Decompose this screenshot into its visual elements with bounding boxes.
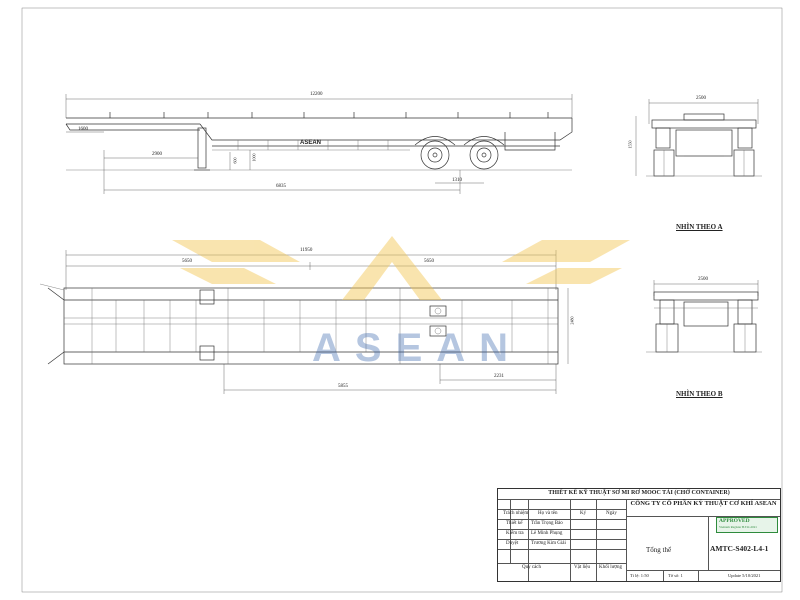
view-b-dim-width: 2500 <box>698 277 708 282</box>
label-spec: Quy cách <box>522 565 542 570</box>
row-name-checker: Lê Minh Phụng <box>531 531 563 536</box>
top-dim-right: 5650 <box>424 259 434 264</box>
row-role-approver: Duyệt <box>506 541 519 546</box>
approved-stamp: APPROVED Vietnam Register B.T.K.2021 <box>716 517 778 533</box>
approved-sub: Vietnam Register B.T.K.2021 <box>719 525 757 529</box>
label-material: Vật liệu <box>574 565 590 570</box>
side-dim-overall: 12200 <box>310 92 323 97</box>
col-header-role: Trách nhiệm <box>503 511 529 516</box>
update-date: Update 5/10/2021 <box>728 573 761 578</box>
top-dim-left: 5650 <box>182 259 192 264</box>
view-a-title: NHÌN THEO A <box>676 223 723 231</box>
row-name-designer: Trần Trọng Bảo <box>531 521 563 526</box>
title-block-title: THIẾT KẾ KỸ THUẬT SƠ MI RƠ MOOC TẢI (CHỞ… <box>548 490 730 496</box>
side-dim-rear: 1310 <box>452 178 462 183</box>
drawing-name: Tổng thể <box>646 546 672 554</box>
side-dim-1: 600 <box>232 157 238 164</box>
title-block: THIẾT KẾ KỸ THUẬT SƠ MI RƠ MOOC TẢI (CHỞ… <box>497 488 781 582</box>
row-role-checker: Kiểm tra <box>506 531 524 536</box>
col-header-date: Ngày <box>606 511 617 516</box>
side-brand-text: ASEAN <box>300 140 322 146</box>
label-weight: Khối lượng <box>599 565 622 570</box>
top-dim-overall: 11950 <box>300 248 313 253</box>
view-b <box>646 280 762 353</box>
top-dim-width: 2480 <box>569 316 575 325</box>
row-role-designer: Thiết kế <box>506 521 523 526</box>
top-view <box>39 250 569 394</box>
top-dim-rear: 2231 <box>494 374 504 379</box>
sheet-border <box>21 7 783 593</box>
row-name-approver: Trương Kim Giải <box>531 541 566 546</box>
scale: Tỉ lệ: 1:50 <box>630 573 649 578</box>
side-dim-2: 1000 <box>251 153 257 162</box>
view-a <box>635 99 762 177</box>
side-dim-wheelbase: 6835 <box>276 184 286 189</box>
sheet-number: Tờ số: 1 <box>668 573 683 578</box>
side-view <box>65 94 573 194</box>
col-header-name: Họ và tên <box>538 511 558 516</box>
company-name: CÔNG TY CỔ PHẦN KỸ THUẬT CƠ KHÍ ASEAN <box>630 500 777 507</box>
view-a-dim-height: 1550 <box>627 140 633 149</box>
view-b-title: NHÌN THEO B <box>676 390 723 398</box>
approved-label: APPROVED <box>719 518 750 524</box>
top-dim-bottom: 5855 <box>338 384 348 389</box>
watermark-text: ASEAN <box>312 326 523 370</box>
col-header-sign: Ký <box>580 511 587 516</box>
watermark-chevrons <box>172 236 630 300</box>
drawing-code: AMTC-S402-L4-1 <box>710 544 769 553</box>
side-dim-front: 1600 <box>78 127 88 132</box>
side-dim-kingpin: 2900 <box>152 152 162 157</box>
view-a-dim-width: 2500 <box>696 96 706 101</box>
